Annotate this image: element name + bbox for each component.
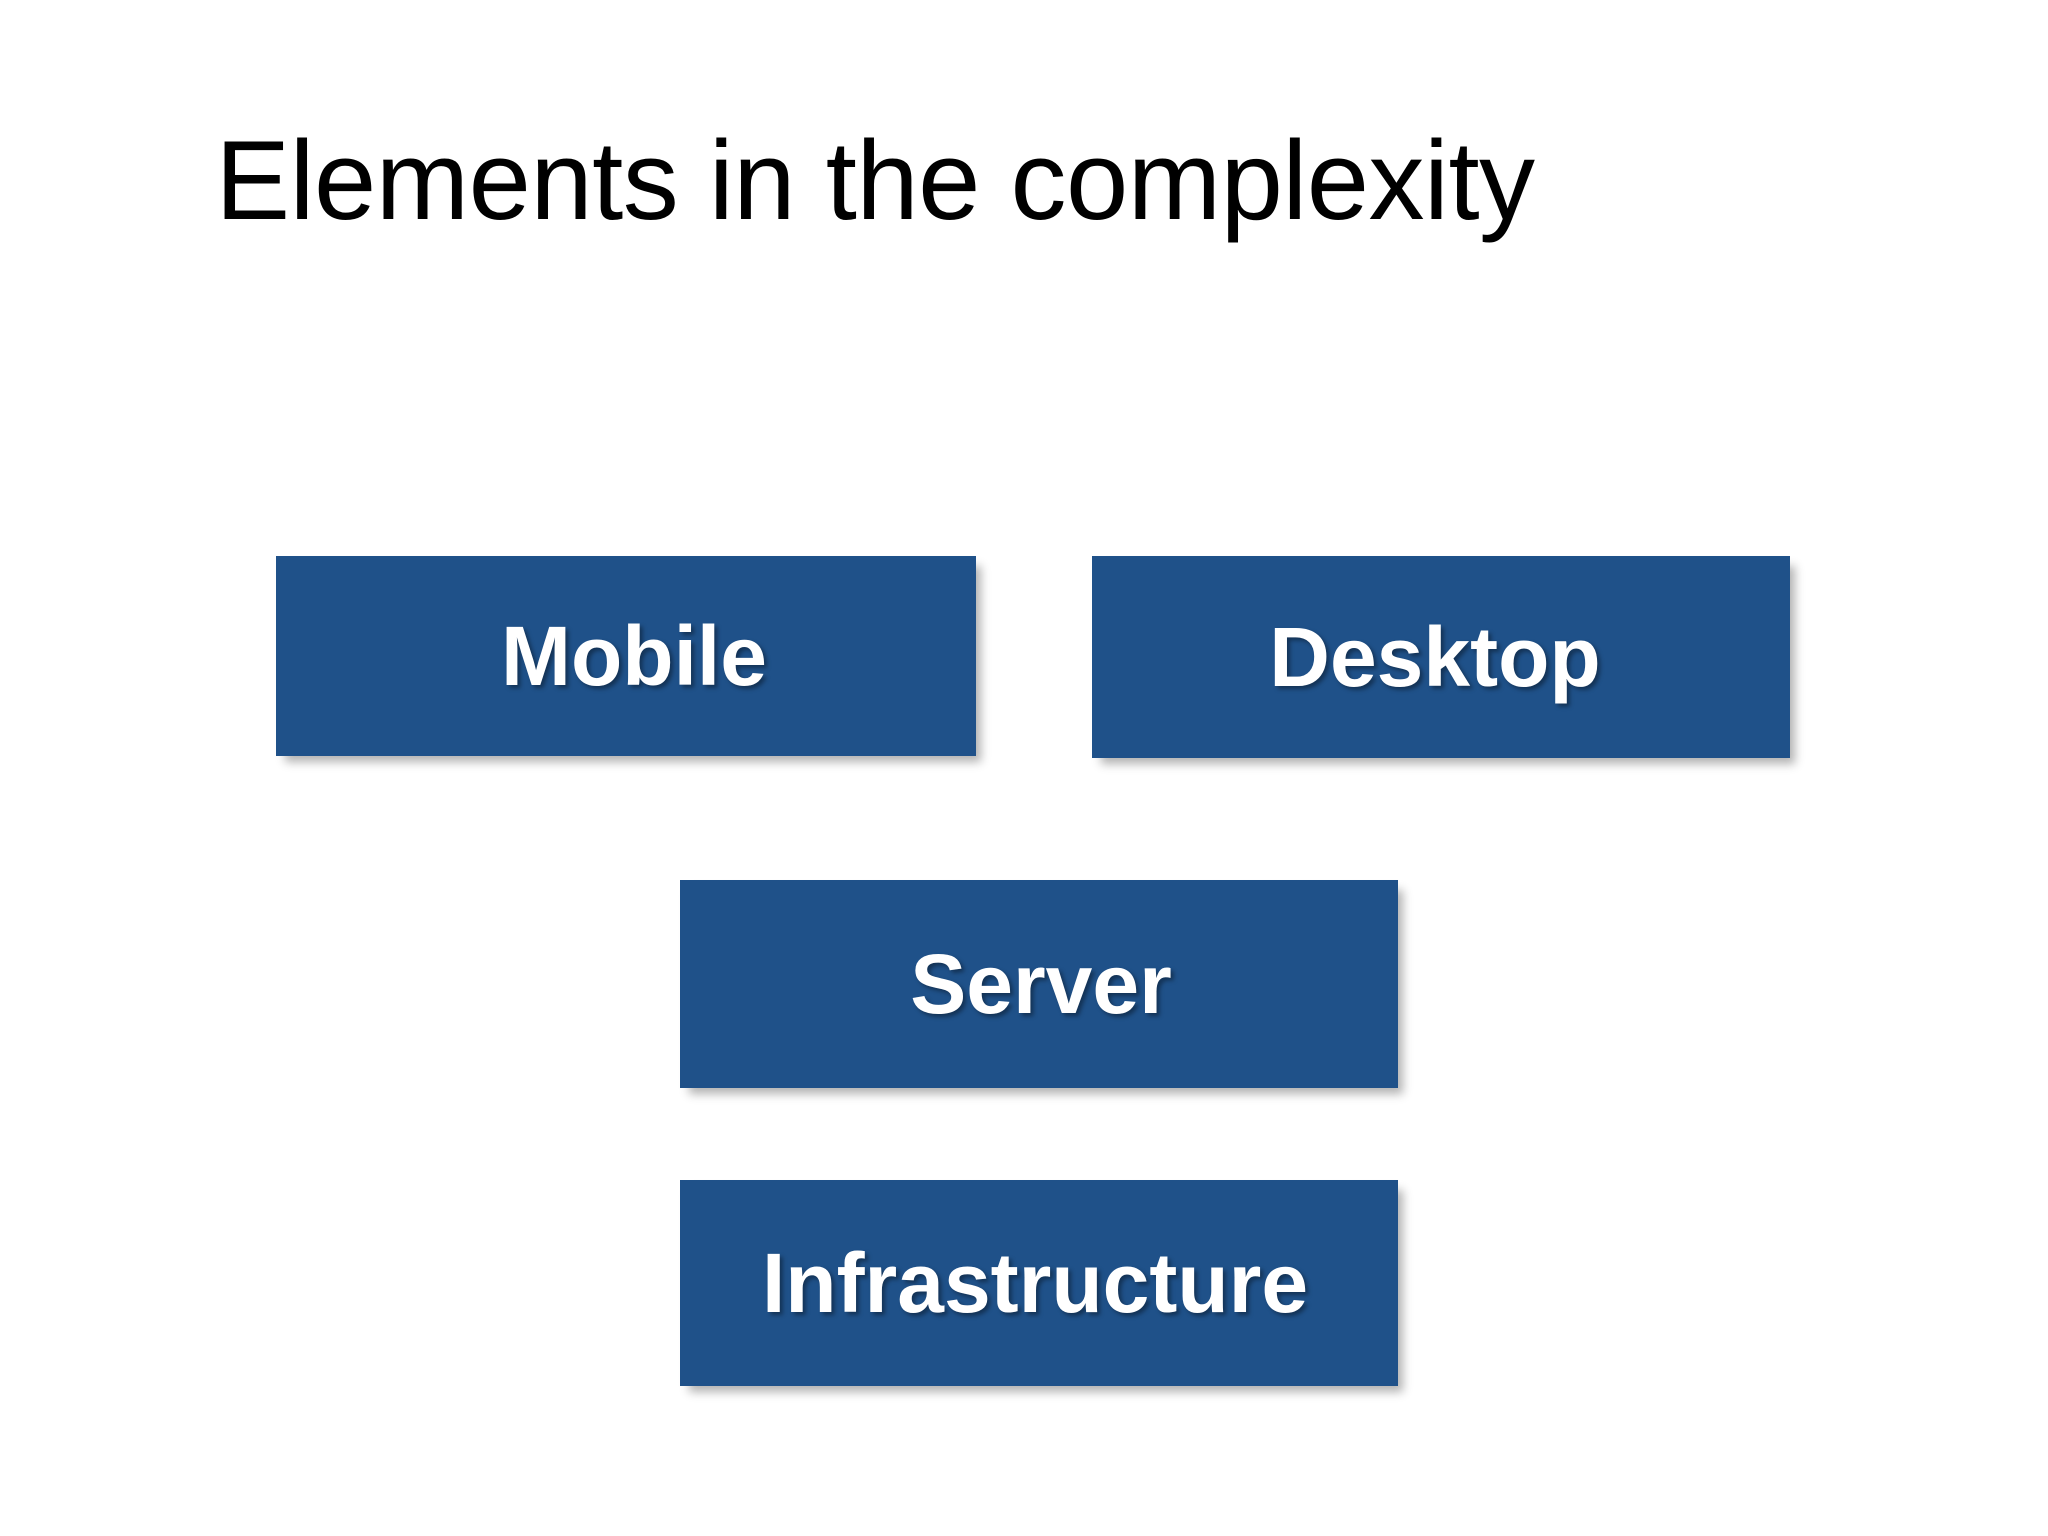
node-label-server: Server	[910, 937, 1172, 1031]
node-box-infrastructure[interactable]: Infrastructure	[680, 1180, 1398, 1386]
node-box-mobile[interactable]: Mobile	[276, 556, 976, 756]
node-box-desktop[interactable]: Desktop	[1092, 556, 1790, 758]
node-label-infrastructure: Infrastructure	[761, 1236, 1309, 1330]
node-label-mobile: Mobile	[501, 609, 767, 703]
page-title: Elements in the complexity	[215, 118, 1535, 243]
node-label-desktop: Desktop	[1269, 610, 1601, 704]
node-box-server[interactable]: Server	[680, 880, 1398, 1088]
